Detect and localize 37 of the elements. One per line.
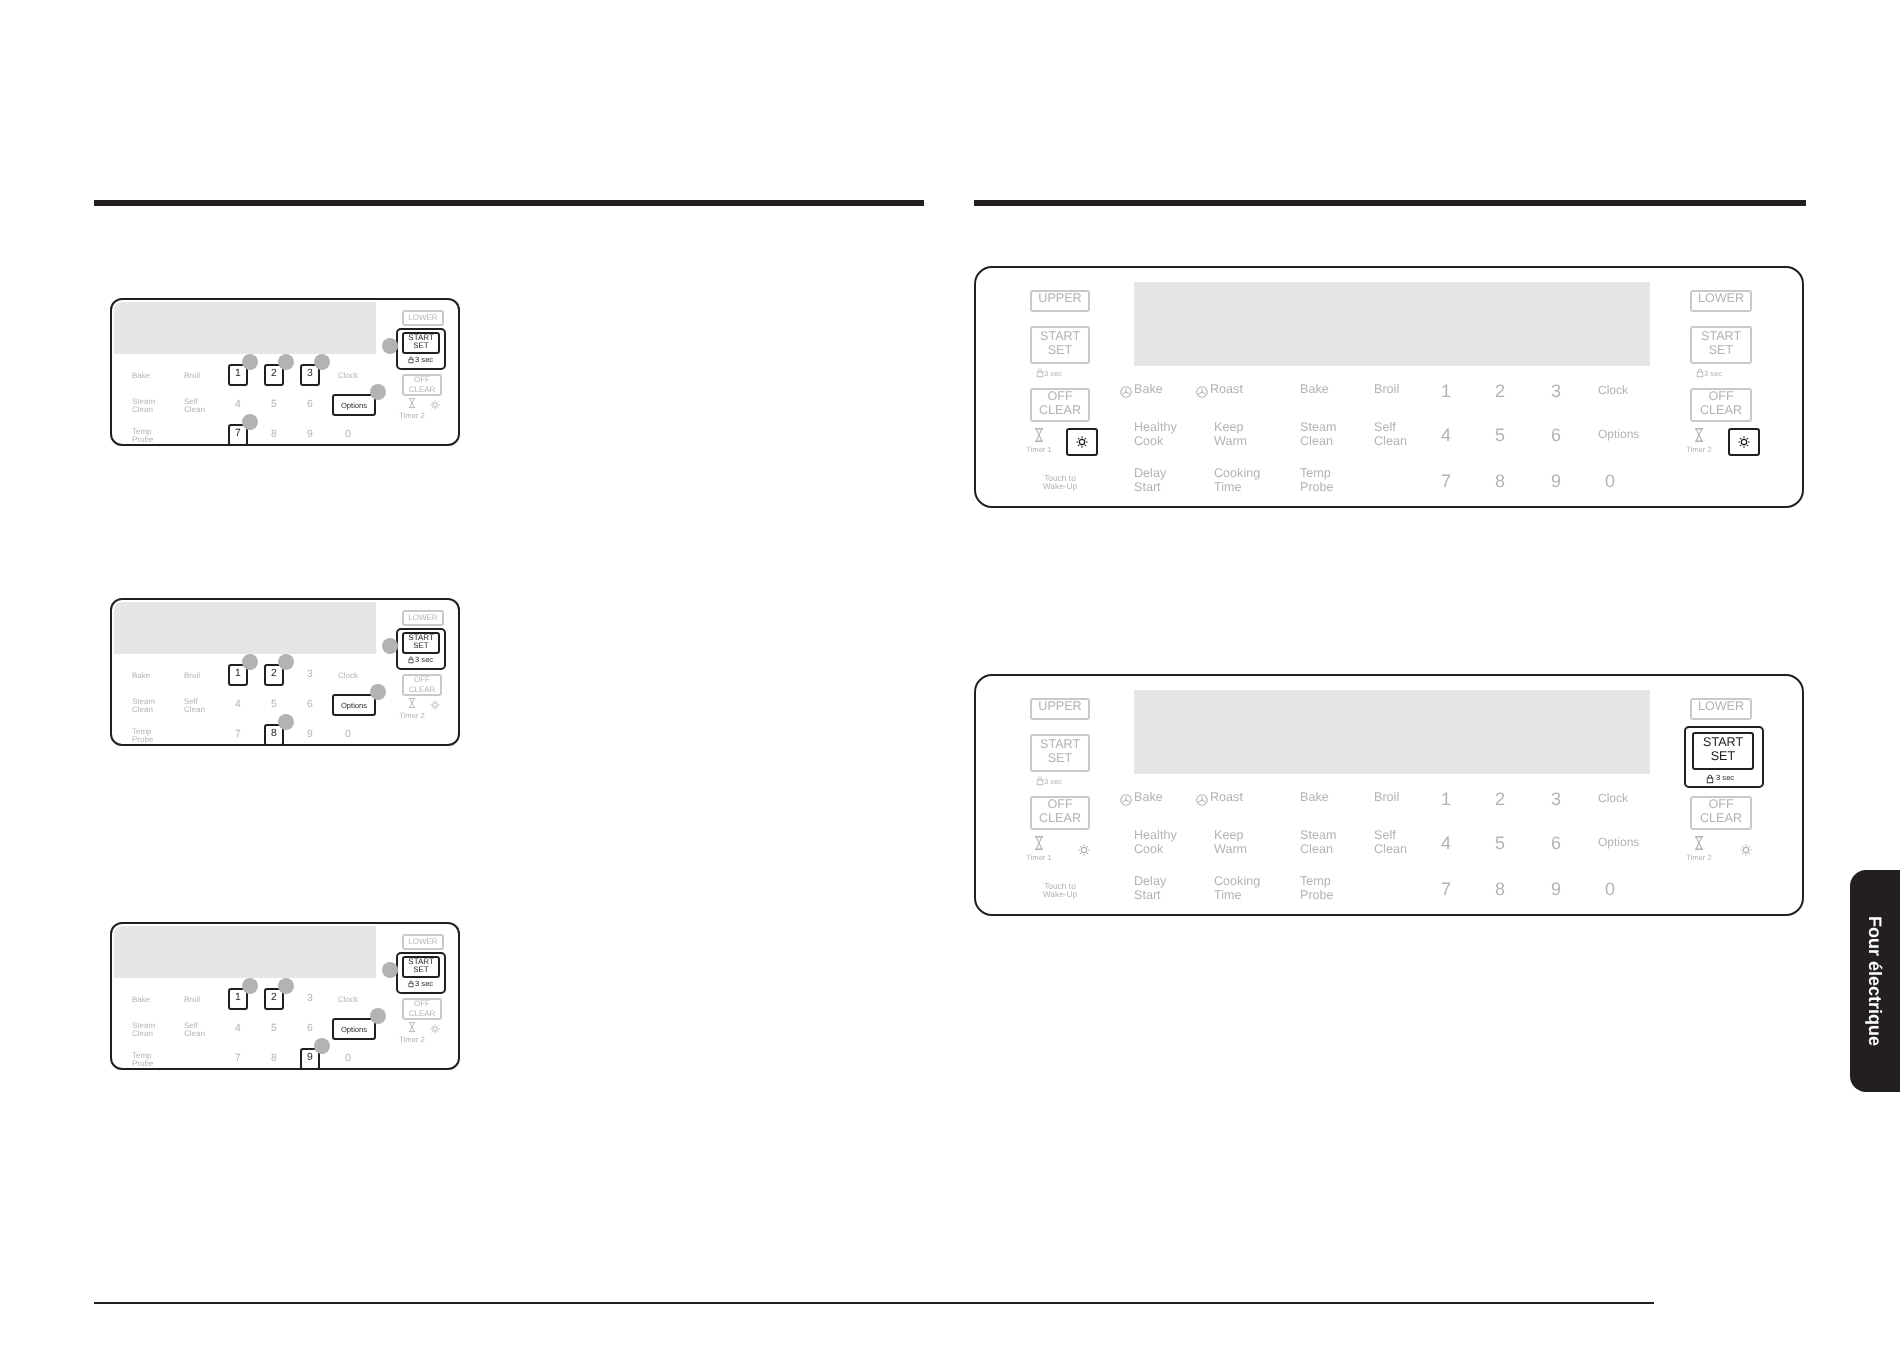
control-panel [110,922,460,1070]
control-panel [974,674,1804,916]
display-screen [113,925,375,977]
digit-label: 6 [1551,426,1561,446]
highlight-frame [1683,726,1763,788]
touch-key [1066,428,1098,456]
digit-label: 4 [1441,426,1451,446]
control-panel [110,598,460,746]
touch-key [1728,428,1760,456]
display-screen [113,601,375,653]
digit-label: 0 [1605,880,1615,900]
digit-label: 9 [1551,880,1561,900]
digit-label: 1 [1441,382,1451,402]
digit-label: 7 [1441,472,1451,492]
control-panel [110,298,460,446]
highlight-frame [396,327,446,369]
control-panel [974,266,1804,508]
section-tab: Four électrique [1850,870,1900,1092]
digit-label: 0 [1605,472,1615,492]
digit-label: 7 [1441,880,1451,900]
digit-label: 6 [1551,834,1561,854]
highlight-frame [396,627,446,669]
digit-label: 8 [1495,880,1505,900]
digit-label: 2 [1495,382,1505,402]
digit-label: 1 [1441,790,1451,810]
display-screen [113,301,375,353]
display-screen [1134,690,1650,774]
digit-label: 2 [1495,790,1505,810]
digit-label: 5 [1495,834,1505,854]
digit-label: 5 [1495,426,1505,446]
highlight-frame [396,951,446,993]
display-screen [1134,282,1650,366]
digit-label: 9 [1551,472,1561,492]
digit-label: 3 [1551,790,1561,810]
digit-label: 3 [1551,382,1561,402]
digit-label: 4 [1441,834,1451,854]
digit-label: 8 [1495,472,1505,492]
